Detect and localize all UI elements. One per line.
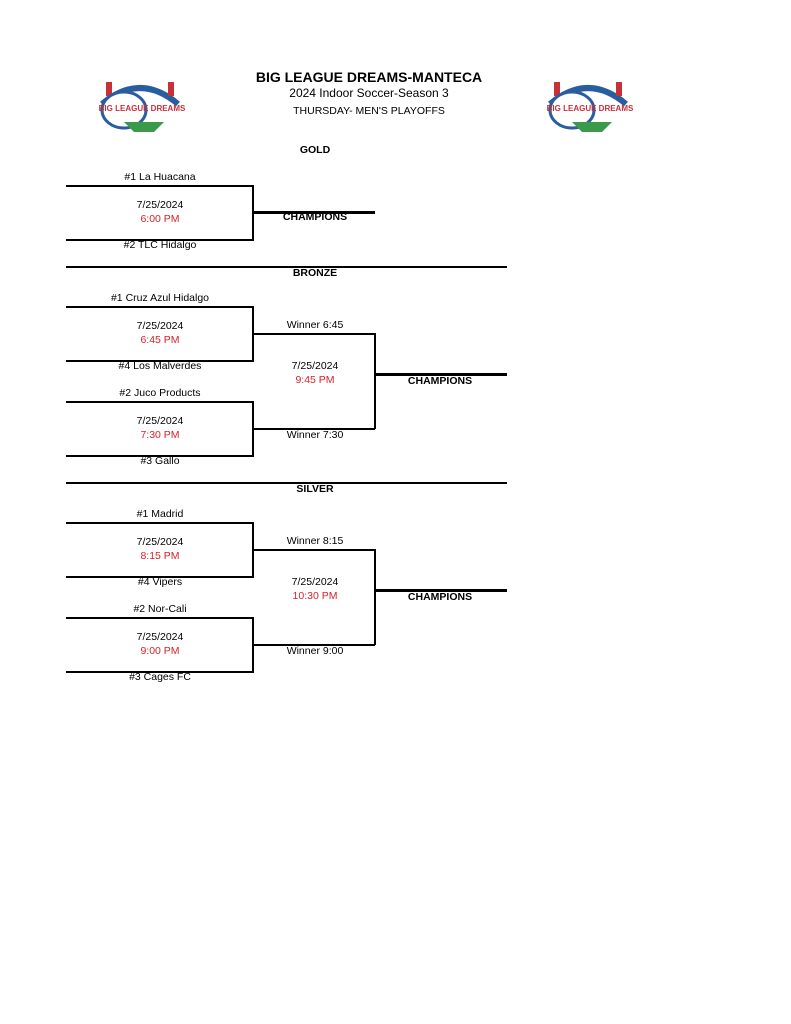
winner-label: Winner 9:00 [286,645,344,657]
final-date: 7/25/2024 [291,360,339,372]
section-divider [66,482,507,484]
bracket-line [66,576,253,578]
event-title: THURSDAY- MEN'S PLAYOFFS [293,105,445,117]
bracket-line [252,185,254,241]
bracket-line [66,455,253,457]
match-date: 7/25/2024 [136,536,184,548]
match-time: 9:00 PM [140,645,180,657]
champion-line [253,211,375,214]
svg-text:BIG LEAGUE DREAMS: BIG LEAGUE DREAMS [99,104,186,113]
match-time: 6:00 PM [140,213,180,225]
section-label-gold: GOLD [299,144,331,156]
winner-line [253,333,375,335]
champions-label: CHAMPIONS [407,591,473,603]
bracket-line [66,671,253,673]
section-label-bronze: BRONZE [292,267,338,279]
final-time: 9:45 PM [295,374,335,386]
champion-line [375,373,507,376]
final-time: 10:30 PM [292,590,338,602]
winner-label: Winner 8:15 [286,535,344,547]
match-date: 7/25/2024 [136,320,184,332]
team-name: #2 Nor-Cali [133,603,187,615]
bracket-line [374,549,376,645]
match-time: 6:45 PM [140,334,180,346]
team-name: #2 TLC Hidalgo [123,239,197,251]
bracket-line [252,522,254,578]
season-subtitle: 2024 Indoor Soccer-Season 3 [289,86,449,100]
team-name: #3 Cages FC [129,671,191,683]
final-date: 7/25/2024 [291,576,339,588]
team-name: #3 Gallo [140,455,180,467]
match-time: 8:15 PM [140,550,180,562]
section-label-silver: SILVER [296,483,334,495]
match-time: 7:30 PM [140,429,180,441]
champion-line [375,589,507,592]
match-date: 7/25/2024 [136,415,184,427]
winner-line [253,644,375,646]
big-league-dreams-logo: BIG LEAGUE DREAMS [547,82,634,132]
section-divider [66,266,507,268]
team-name: #1 Cruz Azul Hidalgo [110,292,210,304]
bracket-line [66,239,253,241]
winner-label: Winner 6:45 [286,319,344,331]
champions-label: CHAMPIONS [407,375,473,387]
match-date: 7/25/2024 [136,631,184,643]
winner-line [253,428,375,430]
bracket-line [66,522,253,524]
team-name: #2 Juco Products [119,387,201,399]
bracket-line [66,617,253,619]
winner-line [253,549,375,551]
team-name: #1 Madrid [136,508,184,520]
bracket-line [252,401,254,457]
big-league-dreams-logo: BIG LEAGUE DREAMS [99,82,186,132]
bracket-line [66,401,253,403]
team-name: #4 Los Malverdes [118,360,202,372]
champions-label: CHAMPIONS [282,211,348,223]
team-name: #1 La Huacana [124,171,196,183]
page-title: BIG LEAGUE DREAMS-MANTECA [255,69,483,85]
bracket-line [374,333,376,429]
bracket-line [66,306,253,308]
winner-label: Winner 7:30 [286,429,344,441]
team-name: #4 Vipers [137,576,183,588]
svg-text:BIG LEAGUE DREAMS: BIG LEAGUE DREAMS [547,104,634,113]
bracket-line [66,185,253,187]
bracket-line [66,360,253,362]
match-date: 7/25/2024 [136,199,184,211]
bracket-line [252,306,254,362]
bracket-line [252,617,254,673]
